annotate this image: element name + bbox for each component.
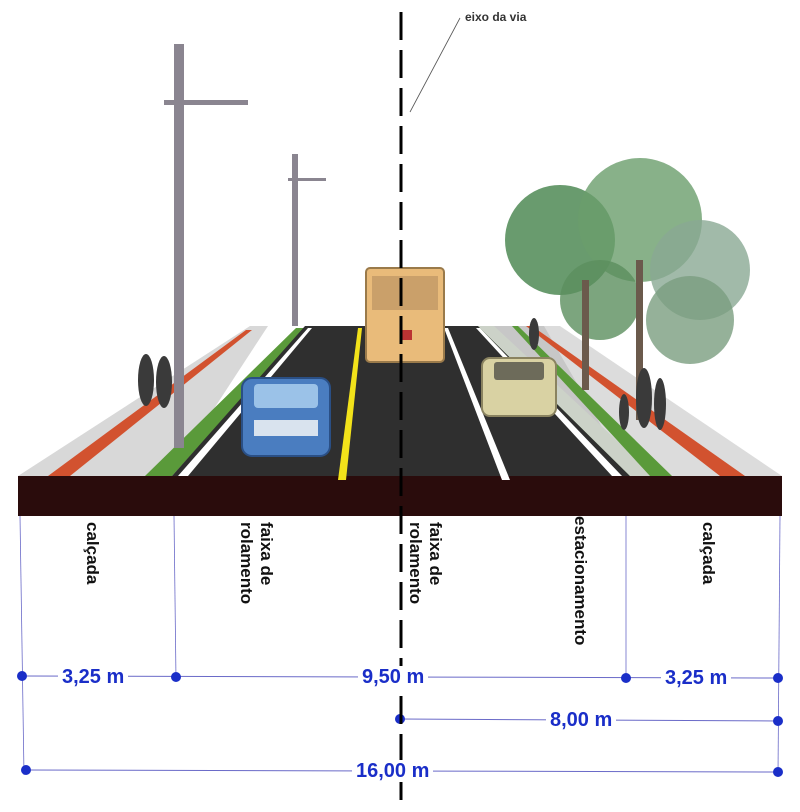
dim-right-sidewalk: 3,25 m — [661, 667, 732, 689]
dim-left-sidewalk: 3,25 m — [58, 666, 129, 688]
bus-plate — [400, 330, 412, 340]
extension-lines — [19, 515, 781, 776]
section-label-calcada-right: calçada — [699, 522, 718, 585]
bus-window — [372, 276, 438, 310]
pole-left-near — [174, 44, 184, 448]
right-red-strip — [526, 326, 745, 476]
blue-car-windshield — [254, 384, 318, 408]
pole-left-far — [292, 154, 298, 326]
blue-car-grille — [254, 420, 318, 436]
section-label-calcada-left: calçada — [83, 522, 102, 585]
dim-half-right: 8,00 m — [546, 709, 617, 731]
right-lane-line — [444, 328, 510, 480]
axis-label: eixo da via — [465, 10, 527, 24]
left-grass-strip — [145, 328, 305, 476]
pickup-window — [494, 362, 544, 380]
dim-total: 16,00 m — [352, 760, 434, 782]
section-label-faixa-right: faixa de rolamento — [406, 522, 445, 605]
pole-arm-left-far — [288, 178, 326, 181]
left-red-strip — [48, 330, 252, 476]
pedestrians — [138, 318, 666, 430]
dim-carriageway: 9,50 m — [358, 666, 429, 688]
dimension-dots — [17, 671, 783, 777]
axis-leader-line — [409, 17, 461, 113]
trees — [505, 158, 750, 420]
section-label-faixa-left: faixa de rolamento — [237, 522, 276, 605]
section-label-estacionamento: estacionamento — [571, 516, 590, 646]
pole-arm-left-near — [164, 100, 248, 105]
center-yellow-line — [338, 328, 362, 480]
